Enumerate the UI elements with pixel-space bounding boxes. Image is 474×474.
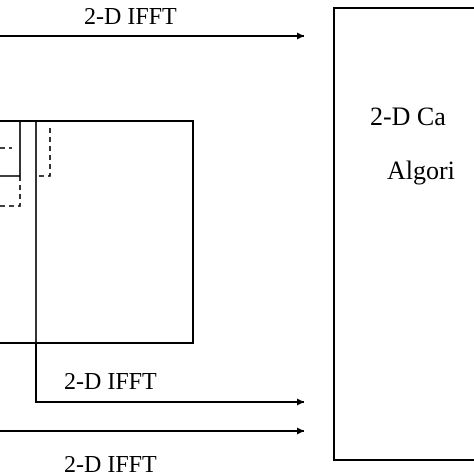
grid-block	[0, 120, 194, 344]
middle-arrow-path	[35, 344, 304, 406]
bottom-arrow-label: 2-D IFFT	[64, 452, 157, 474]
algorithm-box-subtitle: Algori	[387, 156, 455, 185]
algorithm-box	[333, 7, 474, 461]
dashed-sub-block-right	[36, 128, 51, 177]
top-arrow-label: 2-D IFFT	[84, 4, 177, 30]
dashed-sub-block-left	[0, 147, 21, 207]
middle-arrow-label: 2-D IFFT	[64, 369, 157, 395]
algorithm-box-title: 2-D Ca	[370, 102, 446, 131]
